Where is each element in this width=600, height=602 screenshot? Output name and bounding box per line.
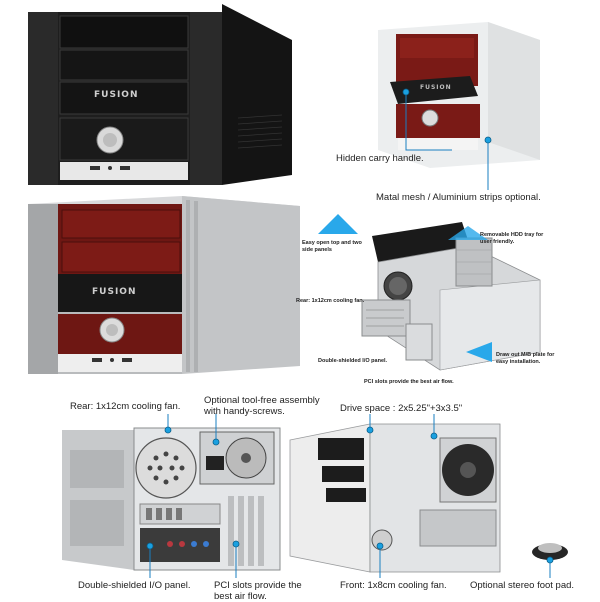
- callout-mb-plate: Draw out M/B plate for easy installation…: [496, 352, 555, 365]
- callout-rear-fan: Rear: 1x12cm cooling fan.: [70, 401, 181, 412]
- callout-foot-pad: Optional stereo foot pad.: [470, 580, 575, 591]
- callout-drive-space: Drive space : 2x5.25"+3x3.5": [340, 403, 463, 414]
- red-case-brand: FUSION: [92, 287, 137, 297]
- callout-pci-small: PCI slots provide the best air flow.: [364, 379, 454, 385]
- callout-mesh: Matal mesh / Aluminium strips optional.: [376, 192, 541, 203]
- callout-tool-free: Optional tool-free assembly with handy-s…: [204, 395, 320, 417]
- carry-handle-brand: FUSION: [420, 84, 452, 91]
- callout-front-fan: Front: 1x8cm cooling fan.: [340, 580, 447, 591]
- callout-io-small: Double-shielded I/O panel.: [318, 358, 388, 364]
- callout-carry-handle: Hidden carry handle.: [336, 153, 424, 164]
- black-case-brand: FUSION: [94, 90, 139, 100]
- callout-io-panel: Double-shielded I/O panel.: [78, 580, 191, 591]
- callout-pci-slots: PCI slots provide the best air flow.: [214, 580, 302, 602]
- callout-rear-fan-small: Rear: 1x12cm cooling fan.: [296, 298, 365, 304]
- callout-hdd-tray: Removable HDD tray for user friendly.: [480, 232, 544, 245]
- callout-easy-open: Easy open top and two side panels: [302, 240, 362, 253]
